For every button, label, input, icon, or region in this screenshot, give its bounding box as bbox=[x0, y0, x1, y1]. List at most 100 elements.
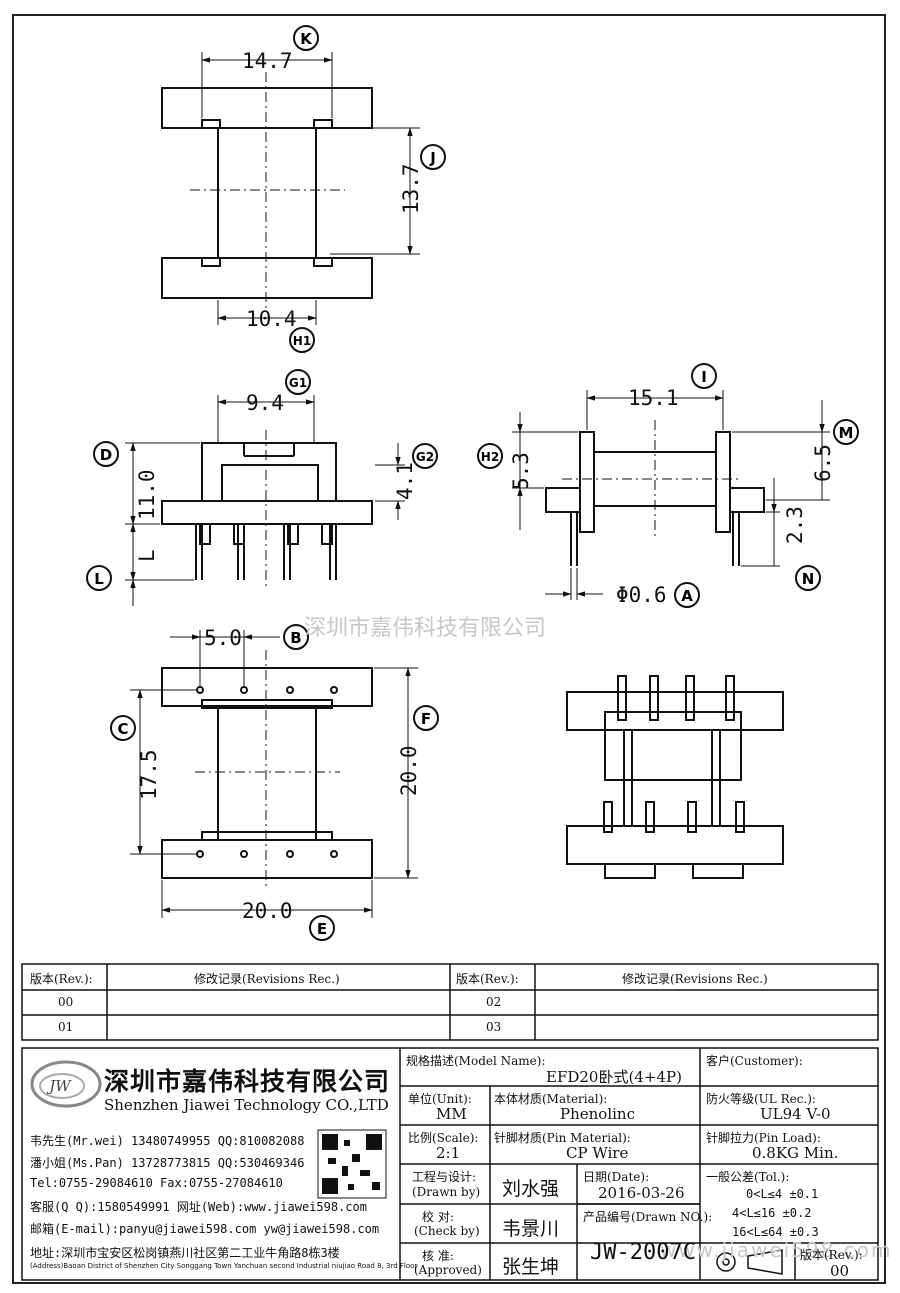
rev-row-0-right: 02 bbox=[486, 995, 502, 1009]
dim-14-7: 14.7 bbox=[242, 49, 293, 73]
drawno-value: JW-2007C bbox=[590, 1240, 696, 1265]
address-cn: 地址:深圳市宝安区松岗镇燕川社区第二工业牛角路8栋3楼 bbox=[30, 1246, 340, 1260]
dim-15-1: 15.1 bbox=[628, 386, 679, 410]
company-logo: JW bbox=[30, 1060, 102, 1108]
pin-material-value: CP Wire bbox=[566, 1144, 629, 1162]
date-value: 2016-03-26 bbox=[598, 1184, 685, 1202]
title-block-grid bbox=[21, 1047, 879, 1281]
projection-symbol bbox=[716, 1249, 783, 1275]
dim-9-4: 9.4 bbox=[246, 391, 284, 415]
approve-label-en: (Approved) bbox=[414, 1263, 482, 1277]
dimension-labels: 14.7 13.7 10.4 9.4 11.0 4.1 L 15.1 5.3 6… bbox=[135, 49, 835, 923]
svg-text:F: F bbox=[421, 710, 431, 728]
rev-header-left: 版本(Rev.): bbox=[30, 972, 93, 986]
dim-0-6: Φ0.6 bbox=[616, 583, 667, 607]
material-value: Phenolinc bbox=[560, 1105, 635, 1123]
svg-text:B: B bbox=[290, 629, 301, 647]
ul-label: 防火等级(UL Rec.): bbox=[706, 1092, 816, 1106]
contact-pan: 潘小姐(Ms.Pan) 13728773815 QQ:530469346 bbox=[30, 1156, 305, 1170]
pin-material-label: 针脚材质(Pin Material): bbox=[494, 1131, 631, 1145]
scale-value: 2:1 bbox=[436, 1144, 461, 1162]
callout-j: J bbox=[420, 144, 446, 170]
dim-20-0-vertical: 20.0 bbox=[397, 745, 421, 796]
callout-d: D bbox=[93, 441, 119, 467]
contact-qq-web: 客服(Q Q):1580549991 网址(Web):www.jiawei598… bbox=[30, 1200, 367, 1214]
dim-2-3: 2.3 bbox=[783, 506, 807, 544]
rev-label: 版本(Rev.): bbox=[800, 1248, 863, 1262]
model-label: 规格描述(Model Name): bbox=[406, 1054, 546, 1068]
callout-l: L bbox=[86, 565, 112, 591]
svg-text:JW: JW bbox=[46, 1077, 72, 1095]
qr-code bbox=[317, 1129, 387, 1199]
svg-text:D: D bbox=[100, 446, 112, 464]
callout-m: M bbox=[833, 419, 859, 445]
dim-11-0: 11.0 bbox=[135, 469, 159, 520]
svg-text:I: I bbox=[701, 368, 707, 386]
customer-label: 客户(Customer): bbox=[706, 1054, 803, 1068]
contact-email: 邮箱(E-mail):panyu@jiawei598.com yw@jiawei… bbox=[30, 1222, 380, 1236]
pin-load-label: 针脚拉力(Pin Load): bbox=[706, 1131, 821, 1145]
dim-10-4: 10.4 bbox=[246, 307, 297, 331]
check-label-en: (Check by) bbox=[414, 1224, 480, 1238]
model-value: EFD20卧式(4+4P) bbox=[546, 1068, 682, 1086]
svg-text:C: C bbox=[117, 720, 128, 738]
svg-text:H1: H1 bbox=[293, 334, 311, 348]
svg-text:L: L bbox=[94, 570, 104, 588]
drawn-value: 刘水强 bbox=[502, 1178, 560, 1200]
bottom-view bbox=[130, 630, 418, 918]
callout-n: N bbox=[795, 565, 821, 591]
svg-text:G1: G1 bbox=[289, 376, 307, 390]
pin-load-value: 0.8KG Min. bbox=[752, 1144, 839, 1162]
front-view bbox=[125, 395, 405, 606]
callouts: K J H1 G1 D G2 L I H2 M N A B C F E bbox=[86, 25, 859, 941]
callout-h2: H2 bbox=[477, 443, 503, 469]
drawing-frame bbox=[12, 14, 886, 1284]
address-en: (Address)Baoan District of Shenzhen City… bbox=[30, 1262, 418, 1270]
approve-label: 核 准: bbox=[422, 1249, 454, 1263]
callout-k: K bbox=[293, 25, 319, 51]
side-view bbox=[512, 390, 830, 600]
svg-text:A: A bbox=[681, 587, 693, 605]
callout-h1: H1 bbox=[289, 327, 315, 353]
check-value: 韦景川 bbox=[502, 1218, 560, 1240]
unit-value: MM bbox=[436, 1105, 467, 1123]
dim-20-0-horizontal: 20.0 bbox=[242, 899, 293, 923]
drawno-label: 产品编号(Drawn NO.): bbox=[583, 1210, 713, 1224]
svg-text:M: M bbox=[839, 424, 854, 442]
dim-17-5: 17.5 bbox=[137, 749, 161, 800]
material-label: 本体材质(Material): bbox=[494, 1092, 608, 1106]
unit-label: 单位(Unit): bbox=[408, 1092, 472, 1106]
tol-row-1: 4<L≤16 ±0.2 bbox=[732, 1206, 812, 1220]
iso-view bbox=[566, 675, 784, 879]
tol-label: 一般公差(Tol.): bbox=[706, 1170, 790, 1184]
drawn-label-en: (Drawn by) bbox=[412, 1185, 481, 1199]
dim-5-0: 5.0 bbox=[204, 626, 242, 650]
callout-g2: G2 bbox=[412, 443, 438, 469]
callout-e: E bbox=[309, 915, 335, 941]
check-label: 校 对: bbox=[422, 1210, 454, 1224]
scale-label: 比例(Scale): bbox=[408, 1131, 479, 1145]
svg-text:J: J bbox=[429, 149, 436, 167]
watermark-bottom: www.jiawei598.com bbox=[660, 1238, 893, 1262]
svg-text:N: N bbox=[802, 570, 815, 588]
svg-text:K: K bbox=[300, 30, 313, 48]
tol-row-2: 16<L≤64 ±0.3 bbox=[732, 1225, 819, 1239]
contact-tel-fax: Tel:0755-29084610 Fax:0755-27084610 bbox=[30, 1176, 283, 1190]
rev-row-1-left: 01 bbox=[58, 1020, 74, 1034]
ul-value: UL94 V-0 bbox=[760, 1105, 831, 1123]
contact-wei: 韦先生(Mr.wei) 13480749955 QQ:810082088 bbox=[30, 1134, 305, 1148]
svg-text:H2: H2 bbox=[481, 450, 499, 464]
rev-row-1-right: 03 bbox=[486, 1020, 502, 1034]
callout-g1: G1 bbox=[285, 369, 311, 395]
callout-i: I bbox=[691, 363, 717, 389]
dim-6-5: 6.5 bbox=[811, 444, 835, 482]
dim-4-1: 4.1 bbox=[393, 462, 417, 500]
top-view bbox=[161, 52, 420, 325]
approve-value: 张生坤 bbox=[502, 1256, 560, 1278]
tol-row-0: 0<L≤4 ±0.1 bbox=[746, 1187, 819, 1201]
callout-a: A bbox=[674, 582, 700, 608]
rec-header-right: 修改记录(Revisions Rec.) bbox=[622, 972, 768, 986]
date-label: 日期(Date): bbox=[583, 1170, 650, 1184]
rec-header-left: 修改记录(Revisions Rec.) bbox=[194, 972, 340, 986]
